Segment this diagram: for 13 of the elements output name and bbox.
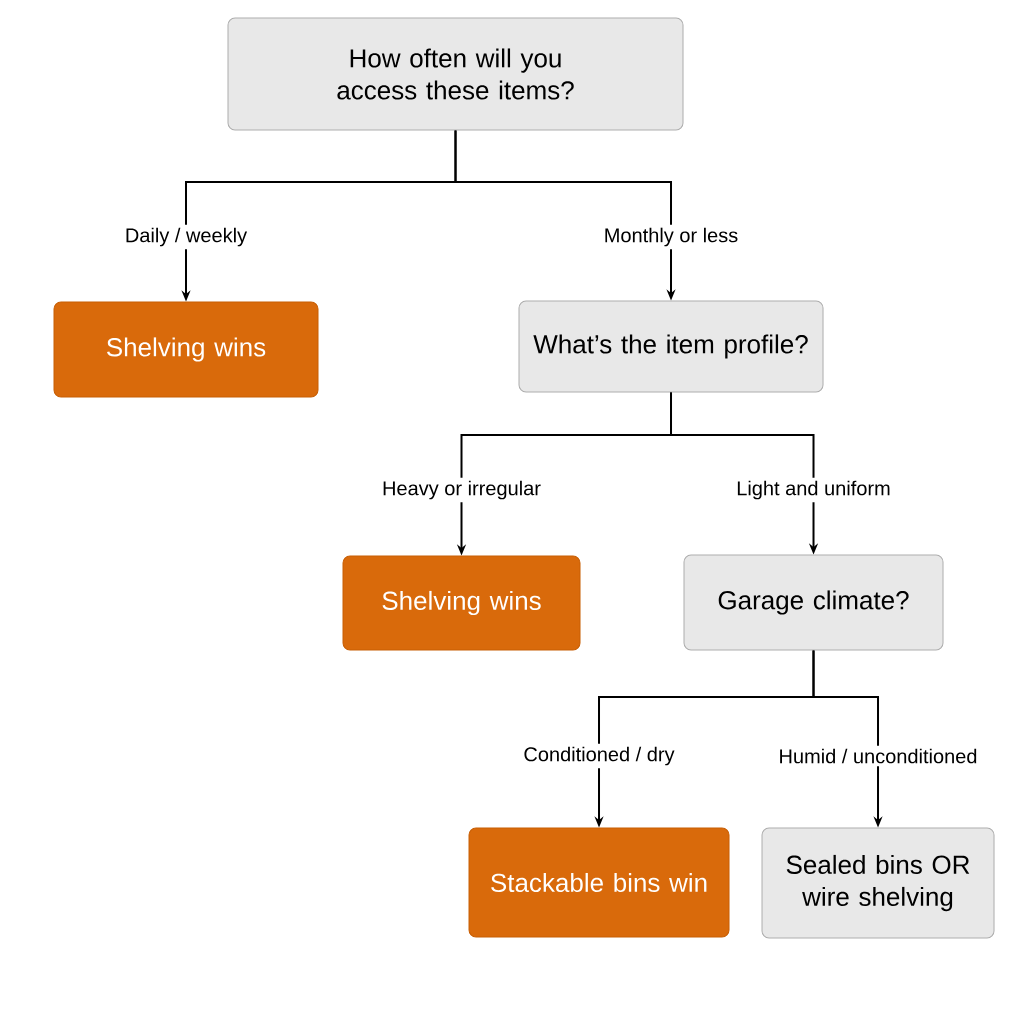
edge-label: Light and uniform [733, 477, 894, 503]
edge-label: Daily / weekly [121, 224, 251, 250]
edge-label: Heavy or irregular [379, 477, 544, 503]
question-box: How often will you access these items? [227, 17, 684, 131]
question-box: What’s the item profile? [518, 300, 824, 393]
answer-box: Shelving wins [342, 555, 581, 651]
question-box: Garage climate? [683, 554, 944, 651]
edge-label: Humid / unconditioned [775, 745, 981, 767]
answer-box: Shelving wins [53, 301, 319, 398]
edge-label: Monthly or less [600, 224, 742, 250]
answer-box: Stackable bins win [468, 827, 730, 938]
question-box: Sealed bins OR wire shelving [761, 827, 995, 939]
edge-label: Conditioned / dry [520, 743, 678, 769]
